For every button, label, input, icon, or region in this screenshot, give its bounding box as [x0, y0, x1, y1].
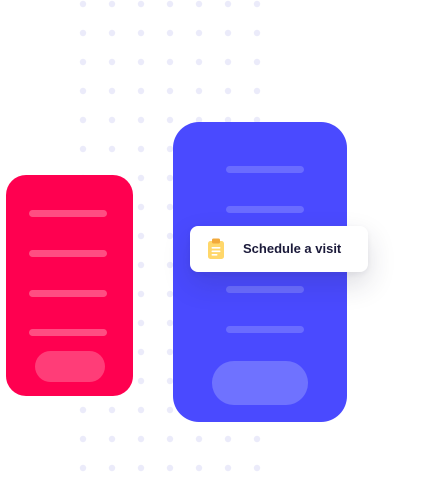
pattern-dot — [224, 58, 232, 66]
pattern-dot — [253, 464, 261, 472]
pattern-dot — [166, 435, 174, 443]
red-card-line — [29, 210, 107, 217]
pattern-dot — [166, 348, 174, 356]
pattern-dot — [195, 435, 203, 443]
pattern-dot — [137, 406, 145, 414]
blue-card-line — [226, 326, 304, 333]
pattern-dot — [253, 87, 261, 95]
blue-card-line — [226, 286, 304, 293]
clipboard-icon — [208, 238, 224, 259]
pattern-dot — [108, 435, 116, 443]
pattern-dot — [108, 145, 116, 153]
pattern-dot — [166, 290, 174, 298]
blue-phone-card — [173, 122, 347, 422]
pattern-dot — [195, 58, 203, 66]
pattern-dot — [108, 116, 116, 124]
pattern-dot — [166, 319, 174, 327]
pattern-dot — [137, 435, 145, 443]
pattern-dot — [166, 87, 174, 95]
pattern-dot — [108, 29, 116, 37]
pattern-dot — [79, 0, 87, 8]
pattern-dot — [137, 464, 145, 472]
pattern-dot — [166, 377, 174, 385]
red-phone-card — [6, 175, 133, 396]
pattern-dot — [108, 464, 116, 472]
pattern-dot — [195, 29, 203, 37]
pattern-dot — [166, 29, 174, 37]
pattern-dot — [108, 0, 116, 8]
pattern-dot — [137, 58, 145, 66]
pattern-dot — [137, 87, 145, 95]
pattern-dot — [108, 87, 116, 95]
schedule-visit-label: Schedule a visit — [243, 241, 342, 256]
pattern-dot — [137, 203, 145, 211]
pattern-dot — [195, 0, 203, 8]
pattern-dot — [166, 174, 174, 182]
schedule-visit-chip[interactable]: Schedule a visit — [190, 226, 368, 272]
pattern-dot — [79, 58, 87, 66]
pattern-dot — [137, 232, 145, 240]
pattern-dot — [137, 29, 145, 37]
pattern-dot — [79, 116, 87, 124]
pattern-dot — [166, 116, 174, 124]
pattern-dot — [137, 319, 145, 327]
red-card-line — [29, 329, 107, 336]
pattern-dot — [137, 145, 145, 153]
pattern-dot — [253, 116, 261, 124]
pattern-dot — [253, 435, 261, 443]
pattern-dot — [253, 58, 261, 66]
pattern-dot — [79, 406, 87, 414]
pattern-dot — [79, 29, 87, 37]
pattern-dot — [166, 464, 174, 472]
pattern-dot — [224, 116, 232, 124]
pattern-dot — [166, 145, 174, 153]
pattern-dot — [79, 145, 87, 153]
pattern-dot — [79, 464, 87, 472]
pattern-dot — [137, 116, 145, 124]
pattern-dot — [195, 116, 203, 124]
pattern-dot — [137, 290, 145, 298]
red-card-button — [35, 351, 105, 382]
pattern-dot — [137, 377, 145, 385]
red-card-line — [29, 290, 107, 297]
pattern-dot — [79, 435, 87, 443]
pattern-dot — [166, 58, 174, 66]
pattern-dot — [79, 87, 87, 95]
pattern-dot — [253, 0, 261, 8]
blue-card-line — [226, 206, 304, 213]
pattern-dot — [108, 406, 116, 414]
pattern-dot — [166, 261, 174, 269]
pattern-dot — [224, 29, 232, 37]
pattern-dot — [166, 0, 174, 8]
pattern-dot — [224, 0, 232, 8]
pattern-dot — [137, 0, 145, 8]
pattern-dot — [224, 435, 232, 443]
pattern-dot — [195, 464, 203, 472]
pattern-dot — [166, 203, 174, 211]
blue-card-line — [226, 166, 304, 173]
blue-card-button — [212, 361, 308, 405]
pattern-dot — [166, 232, 174, 240]
red-card-line — [29, 250, 107, 257]
pattern-dot — [253, 29, 261, 37]
pattern-dot — [166, 406, 174, 414]
pattern-dot — [137, 348, 145, 356]
pattern-dot — [224, 87, 232, 95]
pattern-dot — [108, 58, 116, 66]
pattern-dot — [137, 174, 145, 182]
pattern-dot — [224, 464, 232, 472]
pattern-dot — [195, 87, 203, 95]
pattern-dot — [137, 261, 145, 269]
